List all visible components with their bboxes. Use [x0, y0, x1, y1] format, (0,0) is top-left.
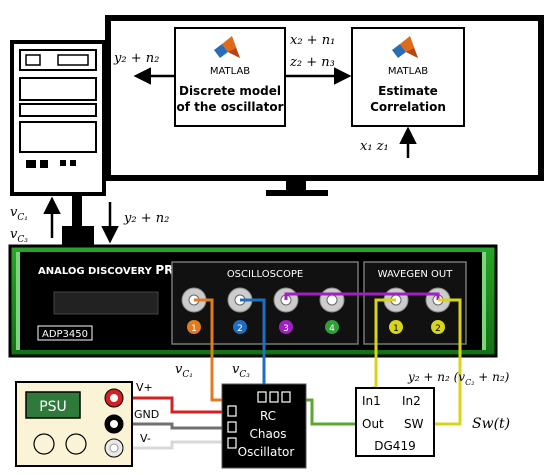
pc-vc3-v: v	[10, 227, 18, 242]
psu-vplus: V+	[136, 381, 153, 394]
psu-vminus: V-	[140, 432, 151, 445]
osc-title: OSCILLOSCOPE	[227, 269, 303, 280]
svg-text:vC₃: vC₃	[10, 227, 28, 245]
pc-y2n2: y₂ + n₂	[123, 211, 169, 226]
probe-sw: Sw(t)	[472, 416, 510, 432]
correlation-box: MATLAB Estimate Correlation	[351, 27, 465, 127]
dg-name: DG419	[374, 439, 415, 453]
svg-text:4: 4	[329, 324, 335, 334]
rc-line3: Oscillator	[238, 445, 295, 459]
rc-chaos-oscillator: RC Chaos Oscillator	[221, 383, 307, 469]
svg-text:vC₁: vC₁	[175, 362, 193, 380]
probe-vc3-v: v	[232, 362, 240, 377]
probe-vc1-v: v	[175, 362, 183, 377]
svg-text:2: 2	[435, 324, 441, 334]
pc-vc1-v: v	[10, 205, 18, 220]
dg419-switch: In1 In2 Out SW DG419	[355, 387, 435, 457]
dg-in1: In1	[362, 394, 381, 408]
label-x1z1: x₁ z₁	[360, 139, 389, 154]
probe-vc1-sub: C₁	[182, 370, 193, 380]
matlab-logo-icon-2	[392, 36, 418, 58]
psu-knob-2[interactable]	[65, 433, 87, 455]
wire-vminus	[116, 440, 232, 450]
corr-matlab-label: MATLAB	[388, 66, 428, 77]
rc-line1: RC	[260, 409, 276, 423]
wire-gnd	[116, 422, 232, 430]
svg-text:1: 1	[191, 324, 197, 334]
model-line2: of the oscillator	[176, 100, 283, 114]
wave-title: WAVEGEN OUT	[378, 269, 454, 280]
matlab-logo-icon	[214, 36, 240, 58]
corr-line2: Correlation	[370, 100, 446, 114]
label-z2n3: z₂ + n₃	[289, 55, 335, 70]
monitor: MATLAB Discrete model of the oscillator …	[105, 15, 544, 196]
model-box: MATLAB Discrete model of the oscillator	[174, 27, 286, 127]
dg-sw: SW	[404, 417, 424, 431]
usb-link: vC₁ vC₃ y₂ + n₂	[10, 194, 169, 248]
probe-wave-sub: C₂	[465, 378, 474, 387]
digital-header	[53, 291, 159, 315]
svg-text:3: 3	[283, 324, 289, 334]
dg-in2: In2	[402, 394, 421, 408]
corr-line1: Estimate	[378, 84, 438, 98]
svg-text:y₂ + n₂ (vC₂ + n₂): y₂ + n₂ (vC₂ + n₂)	[407, 370, 510, 387]
label-y2n2-monitor: y₂ + n₂	[113, 51, 159, 66]
probe-wave: y₂ + n₂ (v	[407, 370, 465, 384]
pc-vc1-sub: C₁	[17, 213, 28, 223]
psu-title: PSU	[39, 399, 67, 415]
probe-vc3-sub: C₃	[239, 370, 250, 380]
probe-wave-tail: + n₂)	[474, 370, 509, 384]
psu-gnd: GND	[134, 408, 159, 421]
dg-out: Out	[362, 417, 384, 431]
pc-vc3-sub: C₃	[17, 235, 28, 245]
pc-tower	[10, 40, 106, 196]
device-model: ADP3450	[42, 329, 88, 340]
wire-vplus	[116, 396, 232, 414]
svg-text:2: 2	[237, 324, 243, 334]
psu: PSU V+ GND V-	[15, 381, 159, 467]
label-x2n1: x₂ + n₁	[290, 33, 335, 48]
svg-text:1: 1	[393, 324, 399, 334]
svg-text:vC₁: vC₁	[10, 205, 28, 223]
model-matlab-label: MATLAB	[210, 66, 250, 77]
model-badge	[37, 325, 93, 341]
wiring	[116, 298, 462, 450]
rc-line2: Chaos	[250, 427, 287, 441]
wire-ch3-to-wave2	[284, 292, 440, 300]
svg-text:ANALOG DISCOVERY PRO: ANALOG DISCOVERY PRO	[38, 263, 184, 277]
svg-text:vC₃: vC₃	[232, 362, 250, 380]
psu-knob-1[interactable]	[33, 433, 55, 455]
model-line1: Discrete model	[179, 84, 281, 98]
psu-display	[25, 391, 81, 419]
device-brand: ANALOG DISCOVERY	[38, 266, 153, 277]
wire-wave2	[434, 298, 462, 426]
